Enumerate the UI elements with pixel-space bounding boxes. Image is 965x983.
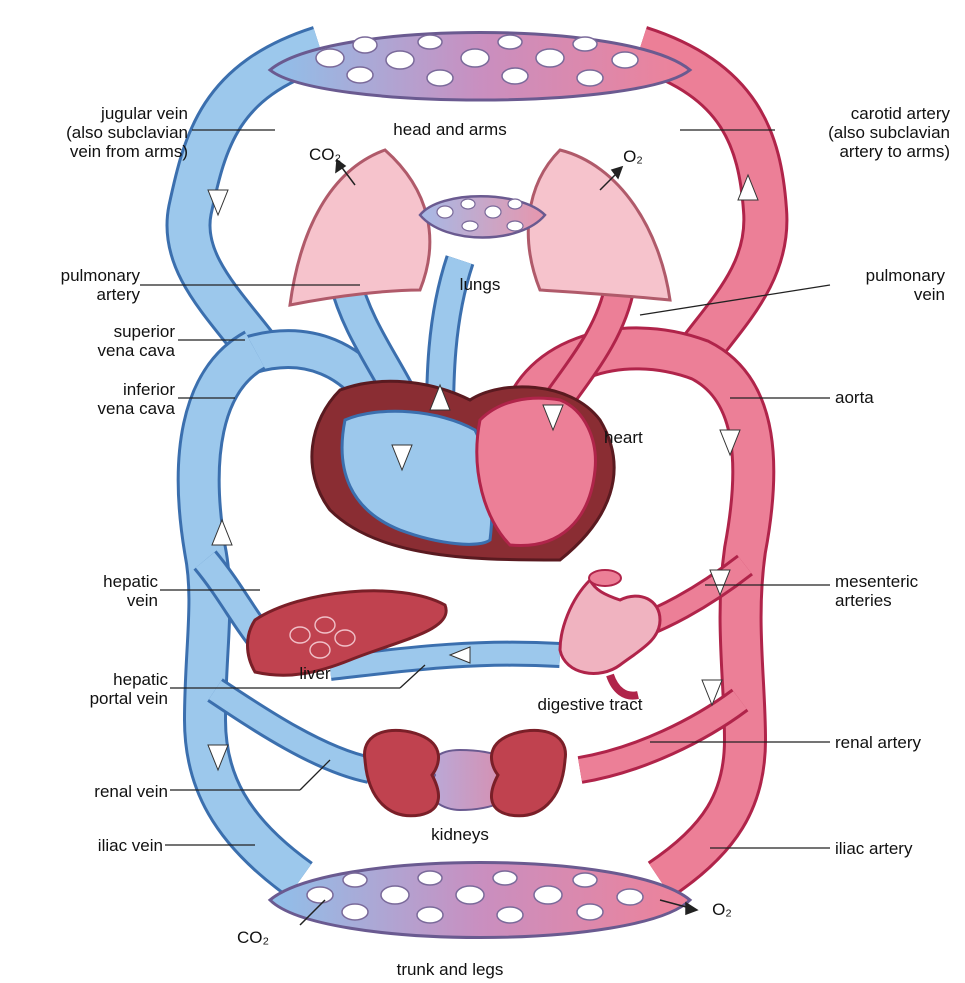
label-hepatic-vein: hepatic vein [40,572,158,610]
trunk-capillary-bed [270,863,690,938]
heart [312,381,614,560]
label-trunk-and-legs: trunk and legs [365,960,535,979]
label-renal-artery: renal artery [835,733,960,752]
label-iliac-vein: iliac vein [30,836,163,855]
label-lungs: lungs [440,275,520,294]
label-mesenteric-arteries: mesenteric arteries [835,572,955,610]
label-renal-vein: renal vein [30,782,168,801]
label-o2-trunk: O₂ [697,900,747,919]
label-inferior-vena-cava: inferior vena cava [30,380,175,418]
label-hepatic-portal-vein: hepatic portal vein [30,670,168,708]
label-pulmonary-artery: pulmonary artery [30,266,140,304]
label-co2-trunk: CO₂ [228,928,278,947]
label-head-and-arms: head and arms [370,120,530,139]
right-kidney [491,730,565,815]
lung-capillary-bed [420,196,545,237]
label-iliac-artery: iliac artery [835,839,960,858]
label-pulmonary-vein: pulmonary vein [825,266,945,304]
right-lung [528,150,670,300]
label-kidneys: kidneys [410,825,510,844]
label-superior-vena-cava: superior vena cava [30,322,175,360]
digestive-tract [560,570,660,696]
label-liver: liver [285,664,345,683]
left-kidney [365,730,439,815]
label-heart: heart [604,428,684,447]
head-capillary-bed [270,33,690,101]
kidneys [365,730,566,815]
label-digestive-tract: digestive tract [505,695,675,714]
label-aorta: aorta [835,388,935,407]
label-co2-lungs: CO₂ [300,145,350,164]
left-lung [290,150,430,305]
label-o2-lungs: O₂ [608,147,658,166]
label-jugular-vein: jugular vein (also subclavian vein from … [18,104,188,161]
label-carotid-artery: carotid artery (also subclavian artery t… [770,104,950,161]
